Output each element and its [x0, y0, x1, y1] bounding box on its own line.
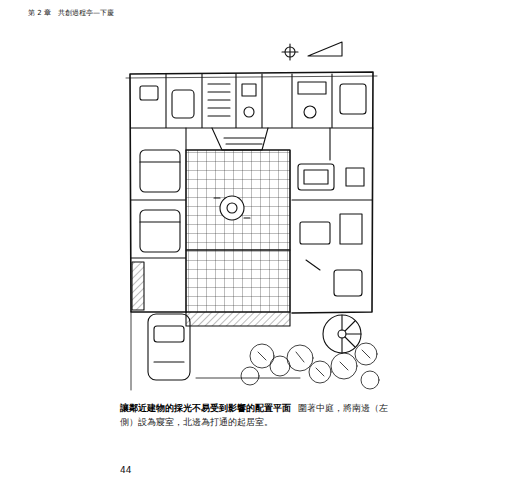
figure-caption: 讓鄰近建物的採光不易受到影響的配置平面圍著中庭，將南邊（左側）設為寢室，北邊為打…: [120, 402, 400, 430]
page-number: 44: [120, 464, 131, 477]
running-header: 第 2 章 共創過程亭—下慶: [28, 8, 114, 18]
caption-title: 讓鄰近建物的採光不易受到影響的配置平面: [120, 403, 291, 413]
